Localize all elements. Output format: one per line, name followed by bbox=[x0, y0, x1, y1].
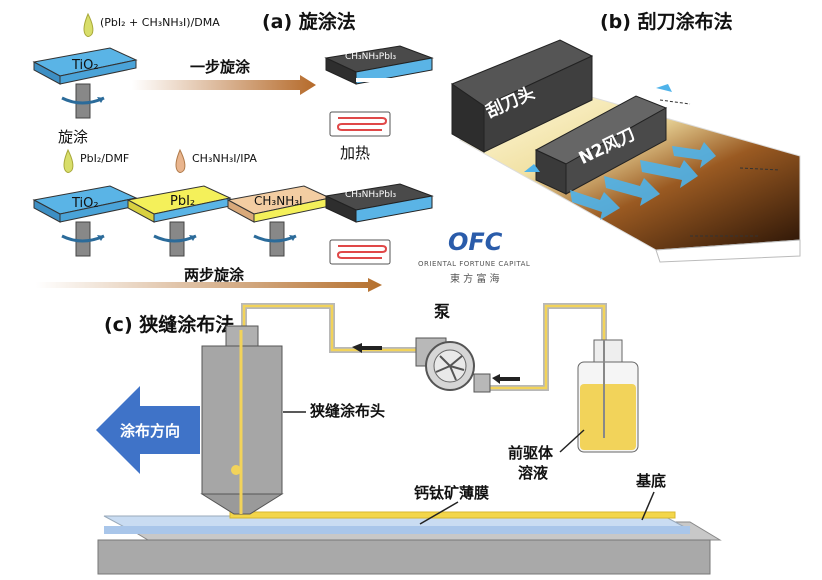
pump-icon bbox=[415, 337, 491, 393]
two-step-label: 两步旋涂 bbox=[184, 266, 245, 284]
drop-mai-label: CH₃NH₃I/IPA bbox=[192, 152, 257, 165]
flow-arrow-icon bbox=[352, 343, 382, 353]
droplet-icon bbox=[175, 148, 186, 173]
precursor-one-step-label: (PbI₂ + CH₃NH₃I)/DMA bbox=[100, 16, 220, 29]
perovskite-label: CH₃NH₃PbI₃ bbox=[345, 190, 397, 200]
substrate-label: 基底 bbox=[636, 472, 667, 490]
air-flow-arrows bbox=[570, 142, 716, 220]
perovskite-film-layer bbox=[229, 511, 676, 519]
substrate-label: TiO₂ bbox=[72, 196, 99, 211]
one-step-arrow bbox=[132, 75, 316, 95]
panel-a-title: (a) 旋涂法 bbox=[262, 11, 356, 33]
flow-arrow-icon bbox=[492, 374, 520, 384]
mai-layer-label: CH₃NH₃I bbox=[254, 194, 303, 208]
substrate-label: TiO₂ bbox=[72, 58, 99, 73]
panel-c-title: (c) 狭缝涂布法 bbox=[104, 314, 235, 336]
precursor-label-line1: 前驱体 bbox=[508, 444, 554, 462]
droplet-icon bbox=[63, 148, 74, 173]
watermark-line1: ORIENTAL FORTUNE CAPITAL bbox=[418, 260, 531, 268]
coating-direction-label: 涂布方向 bbox=[120, 422, 181, 440]
heat-label: 加热 bbox=[340, 144, 371, 162]
perovskite-film-label: 钙钛矿薄膜 bbox=[414, 484, 490, 502]
panel-a-graphics bbox=[32, 12, 434, 292]
panel-b-graphics bbox=[450, 39, 801, 263]
slot-die-head bbox=[200, 325, 284, 515]
pbi2-layer-label: PbI₂ bbox=[170, 194, 196, 209]
slot-die-head-label: 狭缝涂布头 bbox=[310, 402, 386, 420]
droplet-icon bbox=[83, 12, 94, 37]
panel-b-title: (b) 刮刀涂布法 bbox=[600, 11, 733, 33]
spin-label: 旋涂 bbox=[58, 128, 89, 146]
watermark-line2: 東 方 富 海 bbox=[450, 274, 500, 285]
precursor-label-line2: 溶液 bbox=[518, 464, 549, 482]
two-step-arrow bbox=[36, 278, 382, 292]
ofc-logo: OFC bbox=[448, 228, 503, 256]
perovskite-label: CH₃NH₃PbI₃ bbox=[345, 52, 397, 62]
one-step-label: 一步旋涂 bbox=[190, 58, 251, 76]
precursor-bottle bbox=[577, 339, 639, 453]
coating-direction-arrow bbox=[96, 386, 200, 474]
pump-label: 泵 bbox=[434, 302, 451, 321]
drop-pbi2-label: PbI₂/DMF bbox=[80, 152, 130, 165]
